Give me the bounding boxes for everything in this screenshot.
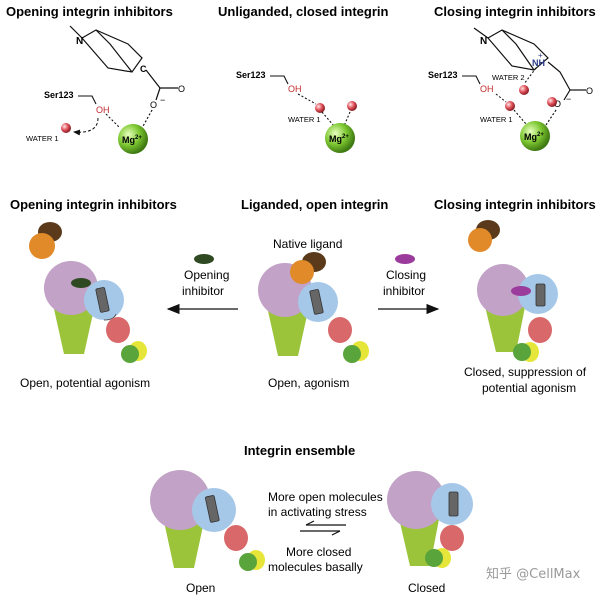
mid-integrin-caption: Open, agonism	[268, 376, 349, 390]
carboxylate-o-label: O	[554, 99, 561, 109]
water2-molecule	[519, 85, 529, 95]
ensemble-line1: More open molecules	[268, 490, 383, 504]
mg-label: Mg2+	[329, 134, 349, 144]
nitrogen-label: N	[76, 36, 83, 47]
equilibrium-arrows	[300, 520, 346, 536]
carbon-label: C	[140, 64, 147, 74]
psi-domain	[528, 317, 552, 343]
egf-domain-green	[121, 345, 139, 363]
water-molecule	[547, 97, 557, 107]
water1-molecule	[61, 123, 71, 133]
hybrid-domain-bar	[309, 289, 324, 315]
integrin-open-opening-inhibitor	[29, 222, 147, 363]
ser123-label: Ser123	[428, 70, 458, 80]
closing-inhibitor-line2: inhibitor	[383, 284, 425, 298]
top-left-title: Opening integrin inhibitors	[6, 4, 173, 19]
mg-ion	[118, 124, 148, 154]
psi-domain	[440, 525, 464, 551]
hybrid-domain-bar	[448, 491, 459, 517]
water1-molecule	[315, 103, 325, 113]
water2-label: WATER 2	[492, 73, 525, 82]
hybrid-domain-bar	[535, 283, 546, 307]
mg-ion	[520, 121, 550, 151]
psi-domain	[224, 525, 248, 551]
native-ligand-orange	[468, 228, 492, 252]
closing-inhibitor-structure: N NH + O O − Ser123 OH WATER 2 WATER 1 M…	[428, 27, 593, 151]
water-molecule	[347, 101, 357, 111]
unliganded-structure: Ser123 OH WATER 1 Mg2+	[236, 70, 357, 153]
right-integrin-caption-line2: potential agonism	[482, 381, 576, 395]
beta-propeller-domain	[387, 471, 445, 529]
egf-domain-green	[513, 343, 531, 361]
ensemble-closed-label: Closed	[408, 581, 445, 595]
integrin-ensemble-closed	[387, 471, 473, 568]
ensemble-open-label: Open	[186, 581, 215, 595]
water1-label: WATER 1	[288, 115, 321, 124]
middle-left-title: Opening integrin inhibitors	[10, 197, 177, 212]
middle-right-title: Closing integrin inhibitors	[434, 197, 596, 212]
psi-domain	[328, 317, 352, 343]
middle-mid-title: Liganded, open integrin	[241, 197, 388, 212]
integrin-ensemble-open	[150, 470, 265, 571]
opening-inhibitor-structure: N C O O − Ser123 OH WATER 1 Mg2+	[26, 25, 185, 154]
ensemble-title: Integrin ensemble	[244, 443, 355, 458]
carboxyl-o-label: O	[586, 86, 593, 96]
mg-ion	[325, 123, 355, 153]
hydroxyl-label: OH	[288, 84, 302, 94]
egf-domain-green	[239, 553, 257, 571]
hybrid-domain-bar	[95, 287, 110, 313]
mg-label: Mg2+	[524, 132, 544, 142]
closing-inhibitor-bound	[511, 286, 531, 296]
closing-inhibitor-glyph	[395, 254, 415, 264]
ensemble-line3: More closed	[286, 545, 351, 559]
psi-domain	[106, 317, 130, 343]
water1-label: WATER 1	[26, 134, 59, 143]
native-ligand-orange	[290, 260, 314, 284]
water1-molecule	[505, 101, 515, 111]
opening-inhibitor-bound	[71, 278, 91, 288]
closing-inhibitor-line1: Closing	[386, 268, 426, 282]
native-ligand-orange	[29, 233, 55, 259]
ensemble-line4: molecules basally	[268, 560, 363, 574]
integrin-closed-closing-inhibitor	[468, 220, 558, 362]
carboxylate-o-label: O	[150, 100, 157, 110]
hydroxyl-label: OH	[480, 84, 494, 94]
top-right-title: Closing integrin inhibitors	[434, 4, 596, 19]
hybrid-domain-bar	[205, 495, 220, 523]
opening-inhibitor-glyph	[194, 254, 214, 264]
carboxyl-o-label: O	[178, 84, 185, 94]
mg-label: Mg2+	[122, 135, 142, 145]
watermark: 知乎 @CellMax	[486, 566, 581, 582]
right-integrin-caption-line1: Closed, suppression of	[464, 365, 587, 379]
native-ligand-label: Native ligand	[273, 237, 342, 251]
amine-plus-label: +	[538, 51, 543, 60]
egf-domain-green	[425, 549, 443, 567]
opening-inhibitor-line2: inhibitor	[182, 284, 224, 298]
carboxylate-minus-label: −	[566, 94, 571, 104]
amine-label: NH	[532, 58, 545, 68]
ensemble-line2: in activating stress	[268, 505, 367, 519]
top-mid-title: Unliganded, closed integrin	[218, 4, 389, 19]
opening-inhibitor-line1: Opening	[184, 268, 229, 282]
water-displacement-arrow	[73, 117, 99, 136]
left-integrin-caption: Open, potential agonism	[20, 376, 150, 390]
beta-propeller-domain	[477, 264, 529, 316]
carboxylate-minus-label: −	[160, 95, 165, 105]
nitrogen-label: N	[480, 36, 487, 47]
water1-label: WATER 1	[480, 115, 513, 124]
hydroxyl-label: OH	[96, 105, 110, 115]
egf-domain-green	[343, 345, 361, 363]
integrin-open-native-ligand	[258, 252, 369, 363]
ser123-label: Ser123	[44, 90, 74, 100]
ser123-label: Ser123	[236, 70, 266, 80]
